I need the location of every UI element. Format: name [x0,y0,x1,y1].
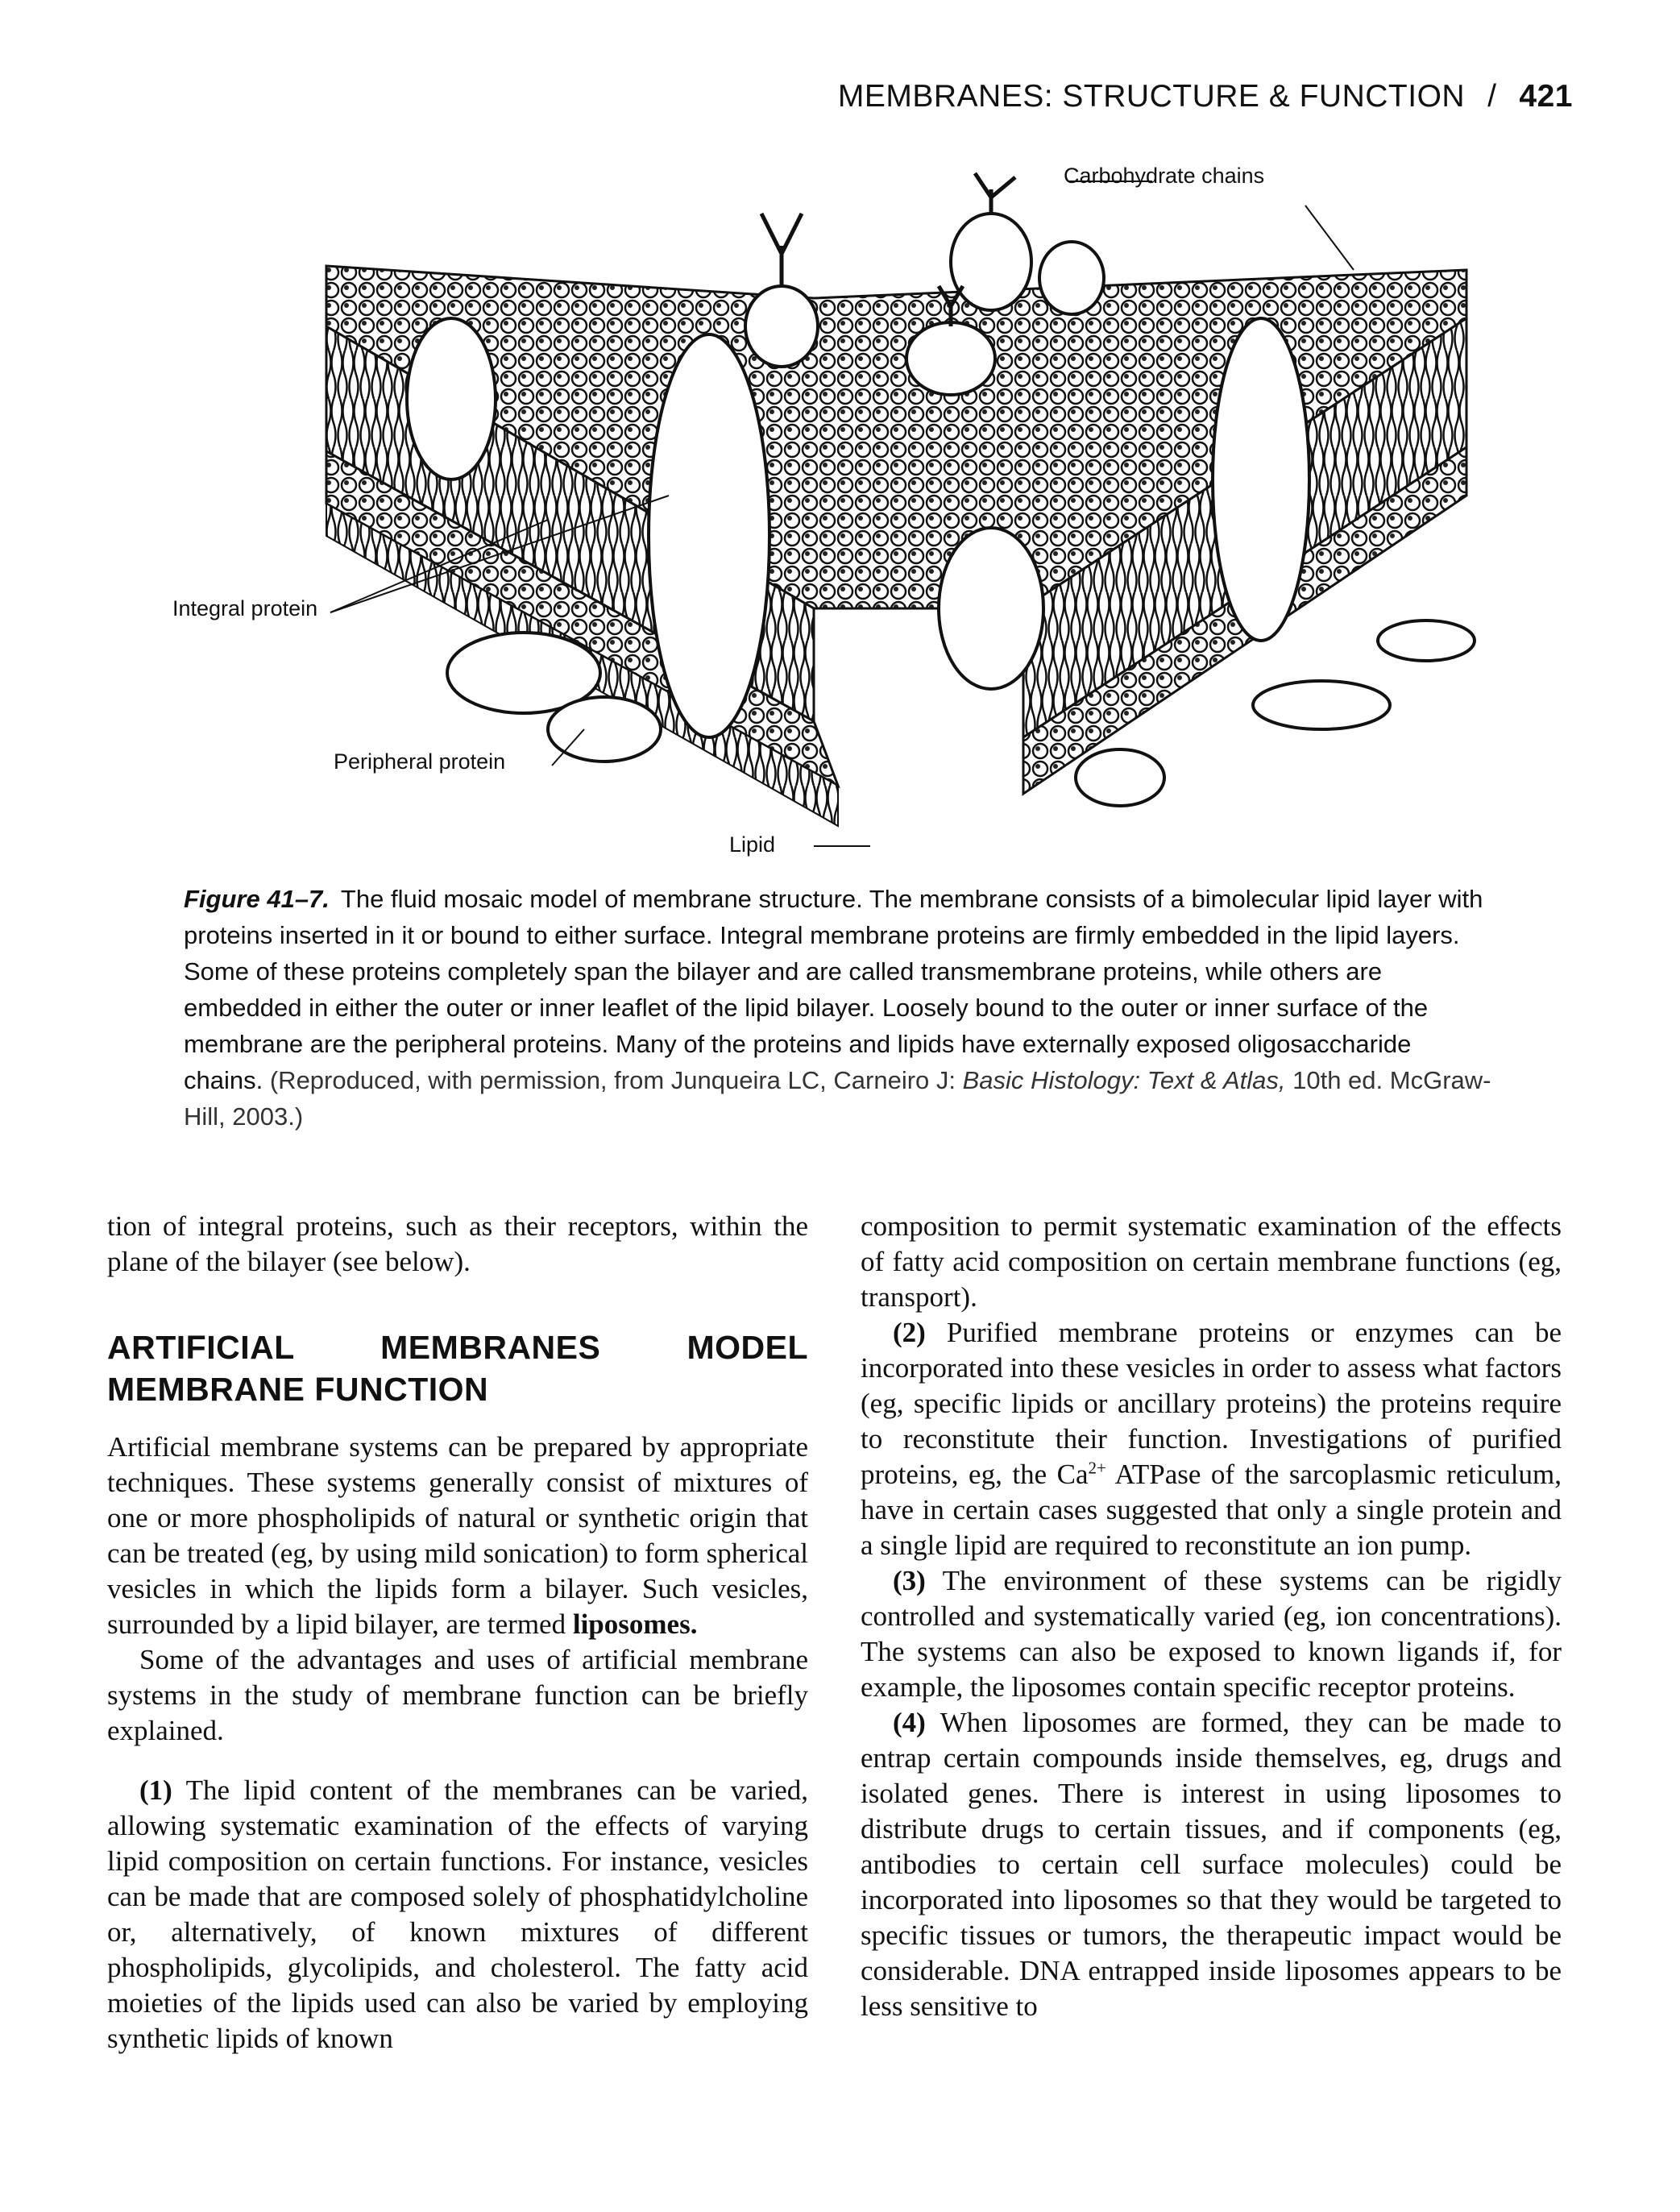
list-item-3-text: The environment of these systems can be … [861,1565,1562,1703]
fluid-mosaic-illustration [325,172,1476,847]
paragraph-artificial-systems: Artificial membrane systems can be prepa… [107,1430,808,1642]
list-item-1-number: (1) [139,1774,172,1806]
membrane-figure: Carbohydrate chains Integral protein Per… [145,157,1531,874]
list-item-3: (3) The environment of these systems can… [861,1563,1562,1705]
continuation-paragraph-right: composition to permit systematic examina… [861,1210,1562,1313]
term-liposomes: liposomes. [572,1608,698,1640]
continuation-paragraph: tion of integral proteins, such as their… [107,1209,808,1280]
section-heading: ARTIFICIAL MEMBRANES MODEL MEMBRANE FUNC… [107,1329,808,1408]
continuation-text-c: the plane of the bilayer (see below). [107,1210,808,1277]
peripheral-proteins [446,619,1476,807]
caption-source-suffix: 10th ed. McGraw-Hill, 2003.) [184,1066,1491,1131]
list-item-3-number: (3) [893,1565,926,1596]
running-head-title: MEMBRANES: STRUCTURE & FUNCTION [837,79,1466,114]
caption-source-prefix: (Reproduced, with permission, from Junqu… [269,1066,963,1094]
list-item-4-text: When liposomes are formed, they can be m… [861,1707,1562,2022]
caption-text: The fluid mosaic model of membrane struc… [184,885,1483,1094]
list-item-4-number: (4) [893,1707,926,1738]
label-integral-protein: Integral protein [172,596,318,620]
figure-caption: Figure 41–7.The fluid mosaic model of me… [184,881,1497,1135]
continuation-text-a: tion of integral proteins, such as [107,1210,504,1242]
integral-proteins [405,212,1311,739]
paragraph-artificial-systems-text: Artificial membrane systems can be prepa… [107,1431,808,1640]
list-item-2: (2) Purified membrane proteins or enzyme… [861,1315,1562,1563]
figure-number: Figure 41–7. [184,885,330,913]
page-number: 421 [1519,79,1573,114]
continuation-text-b: their receptors, within [504,1210,762,1242]
label-peripheral-protein: Peripheral protein [334,749,506,774]
list-item-2-text-a: Purified membrane proteins or enzymes ca… [861,1317,1562,1490]
list-item-4: (4) When liposomes are formed, they can … [861,1705,1562,2024]
carbohydrate-chains [759,172,1017,326]
right-column: composition to permit systematic examina… [861,1209,1562,2024]
paragraph-advantages: Some of the advantages and uses of artif… [107,1644,808,1746]
list-item-2-text-b: ATPase of the sarcoplasmic reticulum, ha… [861,1459,1562,1561]
leader-lines [330,181,1354,847]
list-item-1-text: The lipid content of the membranes can b… [107,1774,808,2054]
label-lipid: Lipid [729,832,776,857]
left-column: tion of integral proteins, such as their… [107,1209,808,2056]
list-item-2-number: (2) [893,1317,926,1348]
running-head-separator: / [1487,79,1497,114]
caption-source-title: Basic Histology: Text & Atlas, [962,1066,1286,1094]
superscript-charge: 2+ [1088,1458,1106,1478]
list-item-1: (1) The lipid content of the membranes c… [107,1773,808,2056]
running-head: MEMBRANES: STRUCTURE & FUNCTION / 421 [838,79,1573,114]
caption-source: (Reproduced, with permission, from Junqu… [184,1066,1491,1131]
label-carbohydrate-chains: Carbohydrate chains [1064,164,1265,188]
